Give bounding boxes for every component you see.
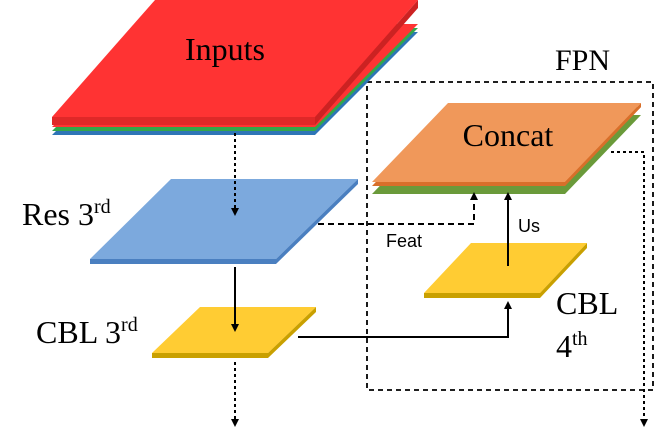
fpn-label: FPN [555,44,610,77]
cbl4-label-line2: 4th [556,328,588,364]
arrow-res-to-concat [318,192,478,225]
arrow-concat-out [611,151,648,427]
inputs-label: Inputs [185,31,265,67]
cbl3-label: CBL 3rd [36,314,138,350]
feat-label: Feat [386,231,422,251]
us-label: Us [518,216,540,236]
arrow-cbl3-to-cbl4 [298,301,512,338]
inputs-slab [52,0,418,135]
cbl4-label-line1: CBL [556,285,618,321]
res-slab [90,179,358,264]
concat-label: Concat [463,117,554,153]
concat-slab [372,103,641,194]
res-label: Res 3rd [22,196,111,232]
cbl4-slab [424,243,587,298]
